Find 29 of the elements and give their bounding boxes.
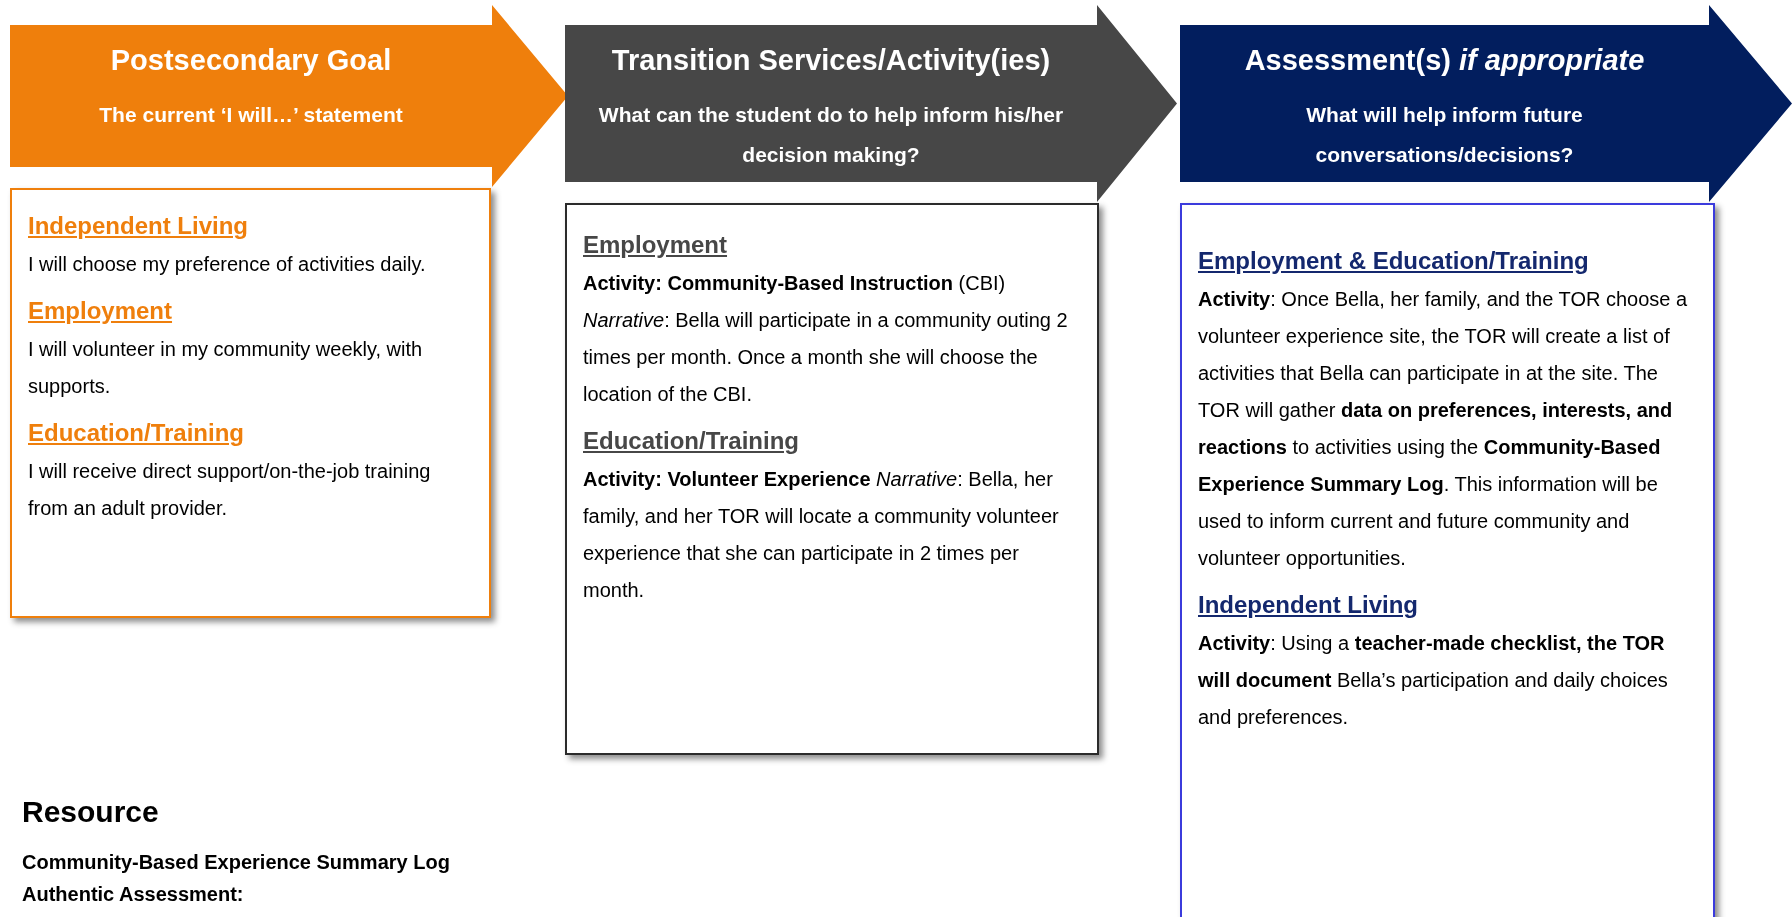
section-text: Activity: Community-Based Instruction (CBI) Narrative: Bella will participate in a community outing 2 times per month. Once a month she will choose the location of the CBI. xyxy=(583,271,1069,407)
chevron-banner xyxy=(565,5,1177,202)
section-heading: Independent Living xyxy=(1198,590,1419,620)
section-text: Activity: Volunteer Experience Narrative: Bella, her family, and her TOR will locate a community volunteer experience that she can participate in 2 times per month. xyxy=(583,467,1060,603)
content-card xyxy=(1180,203,1715,917)
banner-subtitle: What can the student do to help inform his/her decision making? xyxy=(597,102,1065,168)
banner-title: Postsecondary Goal xyxy=(110,43,392,78)
section-text: Activity: Once Bella, her family, and the TOR choose a volunteer experience site, the TOR will create a list of activities that Bella can participate in at the site. The TOR will gather data on preferences, interests, and reactions to activities using the Community-Based Experience Summary Log. This information will be used to inform current and future community and volunteer opportunities. xyxy=(1198,287,1689,571)
section-heading: Education/Training xyxy=(28,418,245,448)
content-card xyxy=(565,203,1099,755)
chevron-banner xyxy=(10,5,568,187)
section-heading: Employment & Education/Training xyxy=(1198,246,1590,276)
resource-text: Community-Based Experience Summary Log xyxy=(22,850,450,875)
banner-title: Transition Services/Activity(ies) xyxy=(611,43,1051,78)
section-text: I will choose my preference of activities daily. xyxy=(28,252,427,277)
section-heading: Education/Training xyxy=(583,426,800,456)
section-heading: Employment xyxy=(583,230,729,260)
banner-subtitle: What will help inform future conversations/decisions? xyxy=(1305,102,1584,168)
section-title: Resource xyxy=(22,794,160,830)
banner-subtitle: The current ‘I will…’ statement xyxy=(98,102,404,128)
chevron-banner xyxy=(1180,5,1792,202)
resource-text: Authentic Assessment: xyxy=(22,882,245,907)
section-heading: Independent Living xyxy=(28,211,249,241)
section-text: Activity: Using a teacher-made checklist, the TOR will document Bella’s participation and daily choices and preferences. xyxy=(1198,631,1669,730)
section-text: I will receive direct support/on-the-job training from an adult provider. xyxy=(28,459,432,521)
section-text: I will volunteer in my community weekly, with supports. xyxy=(28,337,424,399)
section-heading: Employment xyxy=(28,296,174,326)
content-card xyxy=(10,188,491,618)
banner-title: Assessment(s) if appropriate xyxy=(1244,43,1645,78)
